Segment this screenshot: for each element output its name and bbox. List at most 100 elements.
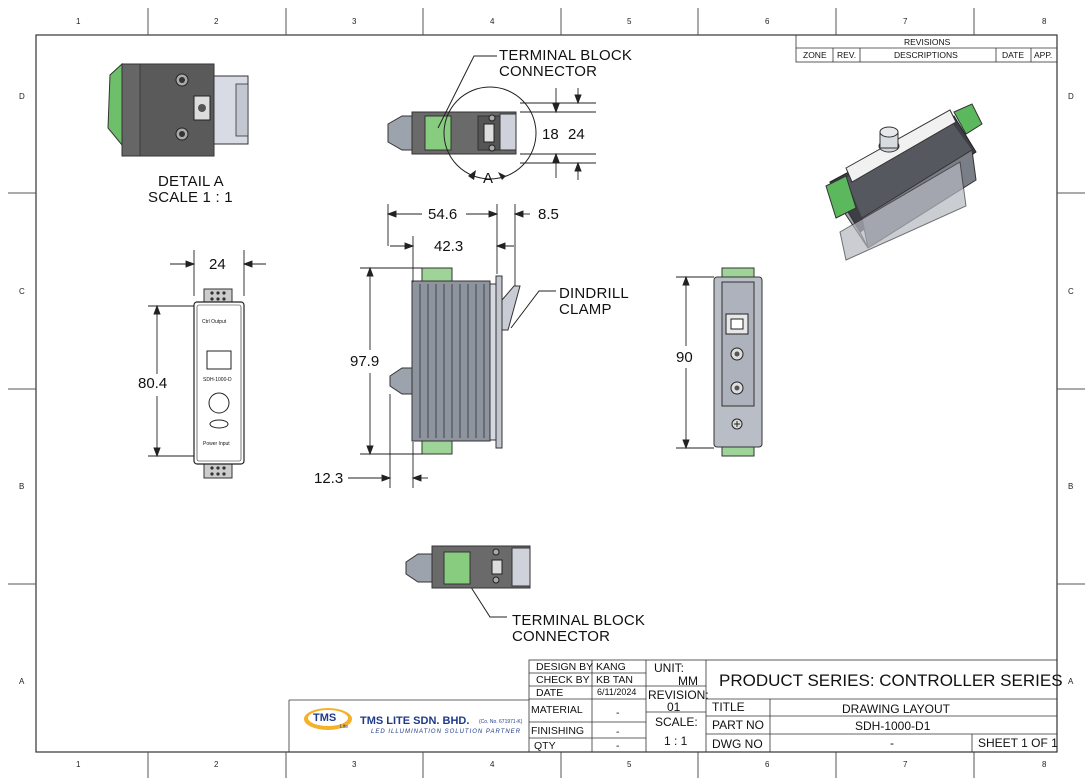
company-name: TMS LITE SDN. BHD. xyxy=(360,715,470,727)
qty-label: QTY xyxy=(534,740,556,752)
date-label: DATE xyxy=(536,687,564,699)
date-value: 6/11/2024 xyxy=(597,687,637,697)
zone-col-8-bottom: 8 xyxy=(1042,760,1047,769)
zone-row-b: B xyxy=(19,482,25,491)
dim-8-5: 8.5 xyxy=(538,206,559,223)
qty-value: - xyxy=(616,740,620,752)
callout-top-line2: CONNECTOR xyxy=(499,63,598,80)
zone-col-8: 8 xyxy=(1042,17,1047,26)
detail-marker: A xyxy=(483,170,494,187)
zone-row-c-right: C xyxy=(1068,287,1074,296)
unit-label: UNIT: xyxy=(654,661,684,675)
top-view xyxy=(387,86,537,180)
dim-24-width: 24 xyxy=(209,256,226,273)
zone-row-a-right: A xyxy=(1068,677,1074,686)
zone-col-5: 5 xyxy=(627,17,632,26)
revision-label: REVISION: xyxy=(648,688,709,702)
dim-24-side: 24 xyxy=(568,126,585,143)
zone-ticks xyxy=(8,8,1085,778)
panel-text-model: SDH-1000-D xyxy=(203,377,232,383)
panel-text-input: Power Input xyxy=(203,441,230,447)
dim-24-80 xyxy=(148,250,266,458)
sheet-number: SHEET 1 OF 1 xyxy=(978,736,1058,750)
rev-header-rev: REV. xyxy=(837,50,857,60)
callout-bottom-line2: CONNECTOR xyxy=(512,628,611,645)
material-value: - xyxy=(616,707,620,719)
rev-header-app: APP. xyxy=(1034,50,1053,60)
zone-col-2: 2 xyxy=(214,17,219,26)
zone-col-6: 6 xyxy=(765,17,770,26)
zone-row-a: A xyxy=(19,677,25,686)
dim-90: 90 xyxy=(676,349,693,366)
zone-col-1: 1 xyxy=(76,17,81,26)
revisions-title: REVISIONS xyxy=(904,37,951,47)
zone-col-7-bottom: 7 xyxy=(903,760,908,769)
dim-80-4: 80.4 xyxy=(138,375,168,392)
dim-18: 18 xyxy=(542,126,559,143)
detail-a-view xyxy=(107,62,249,157)
company-reg: (Co. No. 671971-K) xyxy=(479,719,523,725)
dim-42-3: 42.3 xyxy=(434,238,464,255)
isometric-view xyxy=(825,103,983,261)
zone-row-d-right: D xyxy=(1068,92,1074,101)
dim-12-3: 12.3 xyxy=(314,470,344,487)
title-block-grid xyxy=(288,659,1058,753)
zone-col-3: 3 xyxy=(352,17,357,26)
revisions-table xyxy=(795,34,1058,63)
panel-text-output: Ctrl Output xyxy=(202,319,227,325)
rev-header-date: DATE xyxy=(1002,50,1025,60)
check-by-label: CHECK BY xyxy=(536,674,590,686)
zone-col-7: 7 xyxy=(903,17,908,26)
rev-header-desc: DESCRIPTIONS xyxy=(894,50,958,60)
title-label: TITLE xyxy=(712,700,745,714)
zone-col-2-bottom: 2 xyxy=(214,760,219,769)
zone-col-3-bottom: 3 xyxy=(352,760,357,769)
rear-view xyxy=(713,267,763,457)
design-by-label: DESIGN BY xyxy=(536,661,594,673)
unit-value: MM xyxy=(678,674,698,688)
callout-clamp-line1: DINDRILL xyxy=(559,285,629,302)
callout-top-line1: TERMINAL BLOCK xyxy=(499,47,633,64)
design-by-value: KANG xyxy=(596,661,626,673)
dim-side xyxy=(348,204,530,488)
revision-value: 01 xyxy=(667,700,681,714)
tms-logo xyxy=(304,708,352,730)
dwg-no-label: DWG NO xyxy=(712,737,763,751)
logo-text: TMS xyxy=(313,712,337,724)
product-series: PRODUCT SERIES: CONTROLLER SERIES xyxy=(719,671,1063,690)
title-value: DRAWING LAYOUT xyxy=(842,702,951,716)
dim-54-6: 54.6 xyxy=(428,206,458,223)
part-no-label: PART NO xyxy=(712,718,765,732)
dwg-no-value: - xyxy=(890,736,894,750)
detail-title: DETAIL A xyxy=(158,173,224,190)
zone-col-4-bottom: 4 xyxy=(490,760,495,769)
part-no-value: SDH-1000-D1 xyxy=(855,719,931,733)
zone-row-c: C xyxy=(19,287,25,296)
callout-clamp-line2: CLAMP xyxy=(559,301,612,318)
front-view xyxy=(193,288,245,479)
finishing-value: - xyxy=(616,726,620,738)
dim-18-24 xyxy=(520,88,596,180)
zone-col-5-bottom: 5 xyxy=(627,760,632,769)
side-view xyxy=(389,267,521,455)
scale-value: 1 : 1 xyxy=(664,734,688,748)
dim-90 xyxy=(676,275,714,450)
company-tagline: LED ILLUMINATION SOLUTION PARTNER xyxy=(371,729,522,735)
zone-row-d: D xyxy=(19,92,25,101)
detail-scale: SCALE 1 : 1 xyxy=(148,189,233,206)
zone-col-6-bottom: 6 xyxy=(765,760,770,769)
check-by-value: KB TAN xyxy=(596,674,633,686)
material-label: MATERIAL xyxy=(531,704,583,716)
callout-bottom-line1: TERMINAL BLOCK xyxy=(512,612,646,629)
zone-col-4: 4 xyxy=(490,17,495,26)
bottom-view xyxy=(405,545,531,589)
scale-label: SCALE: xyxy=(655,715,698,729)
finishing-label: FINISHING xyxy=(531,725,585,737)
zone-col-1-bottom: 1 xyxy=(76,760,81,769)
heatsink-fins xyxy=(419,284,485,438)
logo-subtext: Lite xyxy=(340,724,349,730)
rev-header-zone: ZONE xyxy=(803,50,827,60)
dim-97-9: 97.9 xyxy=(350,353,380,370)
